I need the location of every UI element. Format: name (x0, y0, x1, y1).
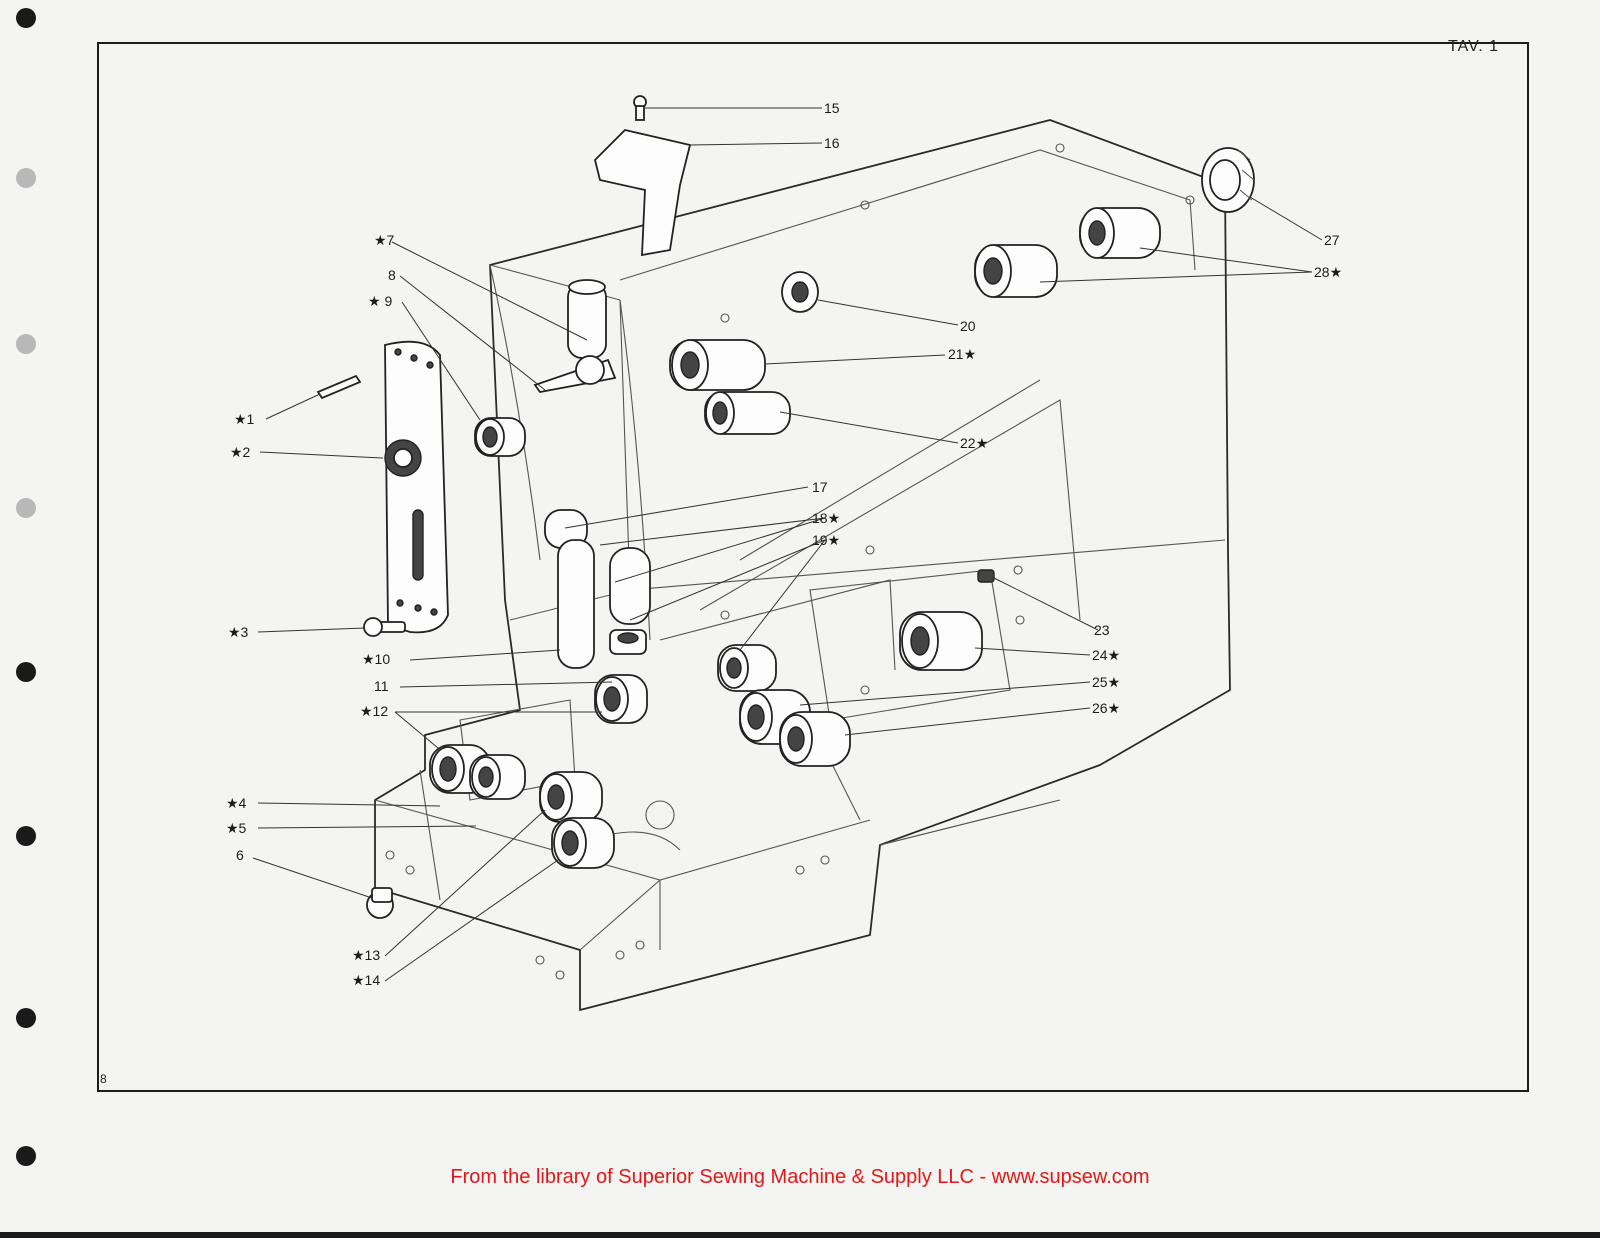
binder-hole (16, 334, 36, 354)
part-crank-8 (533, 355, 617, 393)
binder-hole (16, 8, 36, 28)
callout-8: 8 (388, 267, 396, 283)
callout-19: 19★ (812, 532, 840, 548)
callout-12: ★12 (360, 703, 388, 719)
part-screw-3 (363, 617, 406, 637)
part-shaft-7 (567, 279, 607, 359)
callout-18: 18★ (812, 510, 840, 526)
diagram-frame (97, 42, 1529, 1092)
callout-7: ★7 (374, 232, 395, 248)
bushing-12 (594, 674, 648, 724)
part-lever-16 (594, 129, 692, 257)
bushing-9 (474, 417, 526, 457)
binder-hole (16, 498, 36, 518)
bushing-18-19 (609, 547, 651, 625)
shaft-10 (557, 539, 595, 669)
part-pin (316, 374, 362, 400)
callout-28: 28★ (1314, 264, 1342, 280)
callout-4: ★4 (226, 795, 247, 811)
bushing-21 (669, 339, 766, 391)
bushing-24 (899, 611, 983, 671)
set-screw-23 (977, 569, 995, 583)
callout-21: 21★ (948, 346, 976, 362)
bushing-28-upper (974, 207, 1161, 298)
part-screw-15 (633, 95, 647, 121)
page-number: 8 (100, 1072, 107, 1086)
callout-20: 20 (960, 318, 976, 334)
callout-27: 27 (1324, 232, 1340, 248)
bushing-4-5-group (429, 744, 526, 800)
callout-3: ★3 (228, 624, 249, 640)
callout-9: ★ 9 (368, 293, 392, 309)
callout-6: 6 (236, 847, 244, 863)
part-screw-6 (366, 887, 394, 919)
binder-hole (16, 826, 36, 846)
callout-17: 17 (812, 479, 828, 495)
callout-15: 15 (824, 100, 840, 116)
leader-lines (252, 107, 1323, 982)
callout-24: 24★ (1092, 647, 1120, 663)
bottom-edge (0, 1232, 1600, 1238)
binder-hole (16, 1008, 36, 1028)
callout-5: ★5 (226, 820, 247, 836)
bushing-13-14-group (539, 771, 615, 869)
collar-11 (609, 629, 647, 655)
callout-22: 22★ (960, 435, 988, 451)
bushing-22 (704, 391, 791, 435)
callout-14: ★14 (352, 972, 380, 988)
part-cap-20 (781, 271, 819, 313)
library-credit: From the library of Superior Sewing Mach… (450, 1166, 1150, 1188)
callout-labels: ★1 ★2 ★3 ★4 ★5 6 ★7 8 ★ 9 ★10 11 ★12 ★13… (226, 100, 1342, 988)
callout-23: 23 (1094, 622, 1110, 638)
binder-hole (16, 168, 36, 188)
plug-27 (1201, 147, 1255, 213)
binder-hole (16, 662, 36, 682)
callout-11: 11 (374, 678, 389, 694)
bushing-25-26-group (717, 644, 851, 767)
part-plate (384, 340, 449, 634)
callout-2: ★2 (230, 444, 251, 460)
callout-1: ★1 (234, 411, 255, 427)
callout-16: 16 (824, 135, 840, 151)
binder-hole (16, 1146, 36, 1166)
callout-26: 26★ (1092, 700, 1120, 716)
callout-10: ★10 (362, 651, 390, 667)
table-label: TAV. 1 (1448, 38, 1500, 55)
callout-13: ★13 (352, 947, 380, 963)
callout-25: 25★ (1092, 674, 1120, 690)
